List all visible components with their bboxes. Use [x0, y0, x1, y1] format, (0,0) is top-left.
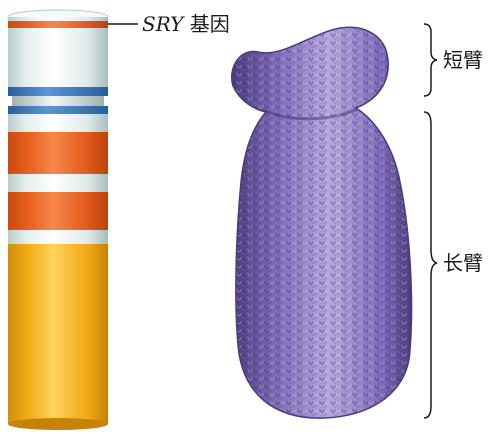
blue-band-lower [8, 106, 108, 114]
short-arm-label: 短臂 [443, 48, 483, 72]
long-arm-label: 长臂 [443, 251, 483, 275]
yellow-region [8, 244, 108, 424]
sry-gene-band [8, 21, 108, 28]
sry-gene-label: SRY 基因 [142, 12, 230, 36]
knitted-chromosome [225, 20, 415, 425]
blue-band-upper [8, 87, 108, 96]
schematic-chromosome [8, 10, 108, 430]
orange-band-2 [8, 192, 108, 230]
long-arm-brace-icon [424, 112, 437, 418]
orange-band-1 [8, 132, 108, 174]
sry-gene-name: SRY [142, 12, 185, 36]
sry-gene-suffix: 基因 [183, 12, 229, 36]
short-arm-brace-icon [424, 24, 437, 96]
centromere [12, 96, 104, 106]
